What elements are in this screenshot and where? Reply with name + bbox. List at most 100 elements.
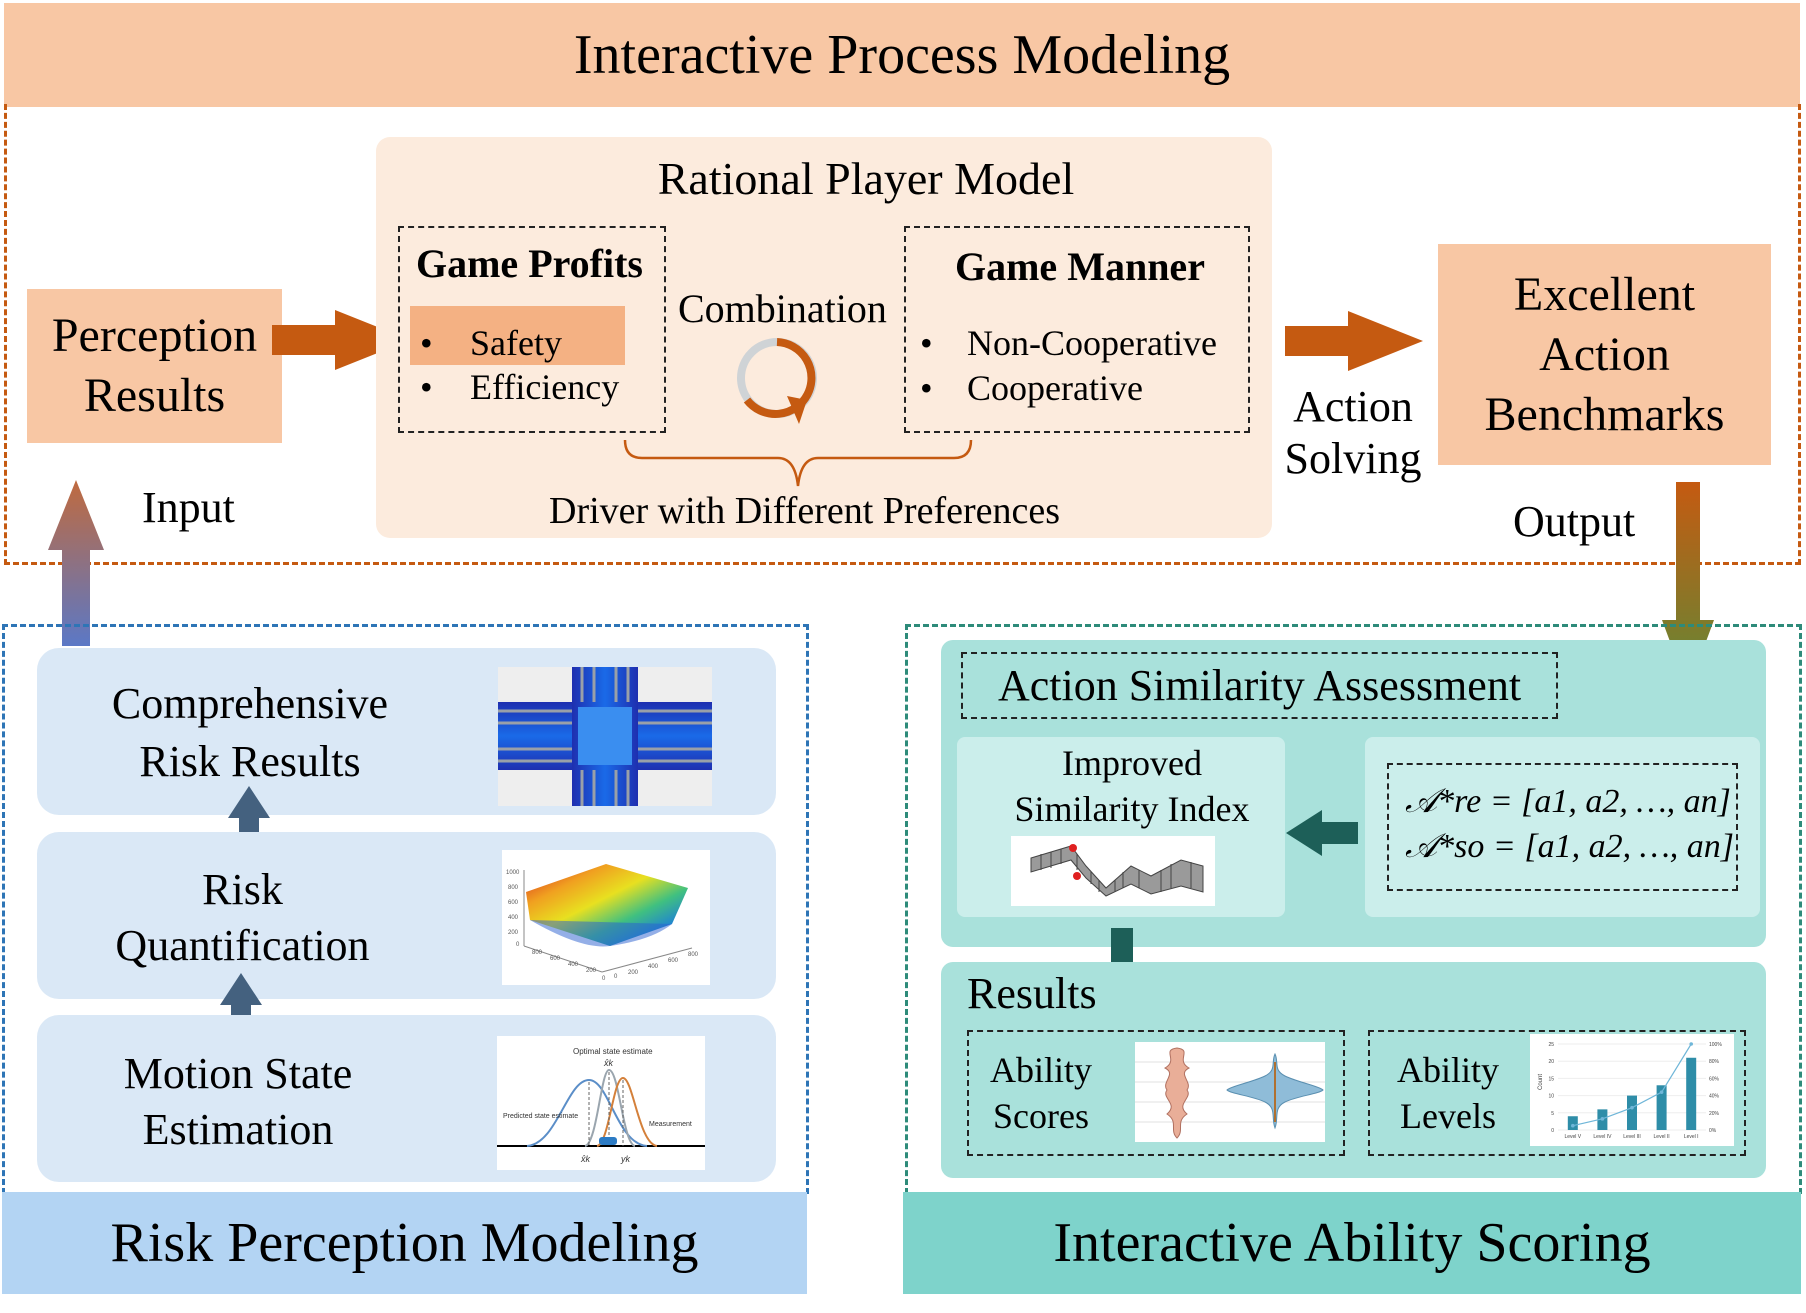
kalman-peak-label: x̂k bbox=[603, 1058, 614, 1068]
motion-state-label: Motion State Estimation bbox=[123, 1049, 353, 1154]
top-section-title: Interactive Process Modeling bbox=[573, 24, 1231, 86]
surface-z-tick: 1000 bbox=[506, 870, 520, 876]
levels-chart-point bbox=[1571, 1123, 1575, 1128]
cycle-icon bbox=[737, 338, 817, 424]
formula-panel bbox=[1365, 737, 1760, 917]
safety-highlight bbox=[410, 306, 625, 365]
surface-z-tick: 400 bbox=[508, 915, 519, 921]
teal-arrow-left bbox=[1286, 810, 1358, 856]
surface-x-tick: 0 bbox=[602, 976, 606, 982]
game-profits-box bbox=[398, 226, 666, 433]
surface-z-tick: 200 bbox=[508, 930, 519, 936]
dark-arrow-up-2 bbox=[220, 973, 262, 1049]
levels-chart-x-tick: Level IV bbox=[1593, 1134, 1612, 1140]
ability-scores-box bbox=[967, 1030, 1345, 1156]
formula-re: 𝒜*re = [a1, a2, …, an] bbox=[1405, 783, 1731, 820]
ability-levels-box bbox=[1368, 1030, 1746, 1156]
surface-y-tick: 400 bbox=[648, 964, 659, 970]
levels-chart-x-tick: Level II bbox=[1654, 1134, 1670, 1140]
action-similarity-title: Action Similarity Assessment bbox=[997, 661, 1522, 710]
levels-chart-bar bbox=[1656, 1085, 1667, 1130]
surface-y-ticks: 0 200 400 600 800 bbox=[614, 952, 699, 980]
levels-chart-y-tick: 10 bbox=[1548, 1094, 1554, 1100]
kalman-title: Optimal state estimate bbox=[573, 1047, 653, 1056]
levels-chart-x-tick: Level III bbox=[1623, 1134, 1641, 1140]
comprehensive-risk-label: Comprehensive Risk Results bbox=[111, 679, 389, 786]
ability-levels-label: Ability Levels bbox=[1396, 1050, 1499, 1136]
kalman-x-label: yk bbox=[620, 1154, 631, 1164]
similarity-index-label: Improved Similarity Index bbox=[1014, 743, 1250, 829]
surface-z-tick: 600 bbox=[508, 900, 519, 906]
input-label: Input bbox=[142, 483, 235, 532]
levels-chart-y2-tick: 40% bbox=[1709, 1094, 1720, 1100]
top-section-header: Interactive Process Modeling bbox=[4, 3, 1800, 107]
kalman-filter-icon: Optimal state estimate x̂k Predicted sta… bbox=[497, 1036, 705, 1170]
levels-chart-point bbox=[1630, 1105, 1634, 1110]
surface-z-tick: 800 bbox=[508, 885, 519, 891]
action-similarity-title-box: Action Similarity Assessment bbox=[961, 652, 1558, 719]
levels-chart-x-tick: Level V bbox=[1564, 1134, 1581, 1140]
formula-box bbox=[1387, 763, 1738, 891]
levels-chart-y-tick: 15 bbox=[1548, 1076, 1554, 1082]
orange-arrow-input bbox=[272, 310, 410, 370]
formula-so: 𝒜*so = [a1, a2, …, an] bbox=[1405, 828, 1735, 865]
surface-x-tick: 200 bbox=[586, 968, 597, 974]
violin-plot-icon bbox=[1135, 1042, 1325, 1142]
levels-chart-bar bbox=[1627, 1095, 1637, 1130]
surface-z-ticks: 1000 800 600 400 200 0 bbox=[506, 870, 520, 948]
driver-preferences-label: Driver with Different Preferences bbox=[549, 490, 1061, 532]
levels-chart-bar bbox=[1567, 1116, 1578, 1130]
risk-heatmap-icon bbox=[498, 667, 712, 806]
risk-quantification-label: Risk Quantification bbox=[115, 865, 370, 970]
excellent-action-benchmarks-label: Excellent Action Benchmarks bbox=[1484, 267, 1725, 441]
right-section-header: Interactive Ability Scoring bbox=[903, 1192, 1801, 1294]
levels-chart-ylabel: Count bbox=[1538, 1074, 1544, 1090]
orange-arrow-action bbox=[1285, 311, 1423, 371]
levels-chart-y-tick: 0 bbox=[1551, 1128, 1554, 1134]
right-section-dashed-border bbox=[905, 624, 1802, 1194]
game-profits-title: Game Profits bbox=[416, 241, 643, 286]
game-manner-box bbox=[904, 226, 1250, 433]
game-manner-item-noncooperative: •Non-Cooperative bbox=[920, 323, 1217, 363]
results-label: Results bbox=[967, 969, 1097, 1018]
kalman-x-label: x̂k bbox=[580, 1154, 591, 1164]
left-section-title: Risk Perception Modeling bbox=[110, 1212, 699, 1274]
levels-chart-point bbox=[1659, 1090, 1664, 1094]
levels-chart-y2-tick: 60% bbox=[1709, 1076, 1720, 1082]
levels-chart-y2-tick: 80% bbox=[1709, 1059, 1720, 1065]
perception-results-box: Perception Results bbox=[27, 289, 282, 443]
levels-chart-x-tick: Level I bbox=[1684, 1134, 1699, 1140]
game-manner-item-cooperative: •Cooperative bbox=[920, 368, 1143, 408]
left-section-header: Risk Perception Modeling bbox=[2, 1192, 807, 1294]
ability-scores-label: Ability Scores bbox=[989, 1050, 1092, 1136]
curly-brace bbox=[623, 439, 973, 487]
levels-chart-point bbox=[1689, 1042, 1693, 1046]
surface-z-tick: 0 bbox=[516, 942, 520, 948]
levels-chart-y2-tick: 100% bbox=[1709, 1042, 1722, 1048]
levels-chart-point bbox=[1600, 1117, 1605, 1121]
gradient-arrow-down bbox=[1662, 482, 1714, 690]
game-manner-title: Game Manner bbox=[955, 244, 1205, 289]
surface-plot-icon: 1000 800 600 400 200 0 800 600 400 200 0… bbox=[502, 850, 710, 985]
game-profits-item-safety: •Safety bbox=[420, 323, 562, 363]
surface-x-tick: 400 bbox=[568, 962, 579, 968]
levels-chart-line bbox=[1571, 1042, 1693, 1128]
levels-chart-y-tick: 5 bbox=[1551, 1111, 1554, 1117]
levels-chart-y2-tick: 20% bbox=[1709, 1111, 1720, 1117]
kalman-right-label: Measurement bbox=[649, 1121, 692, 1128]
top-section-dashed-border bbox=[4, 104, 1801, 565]
surface-x-tick: 600 bbox=[550, 956, 561, 962]
rational-player-model-title: Rational Player Model bbox=[657, 152, 1075, 204]
excellent-action-benchmarks-box: Excellent Action Benchmarks bbox=[1438, 244, 1771, 465]
surface-y-tick: 600 bbox=[668, 958, 679, 964]
surface-x-tick: 800 bbox=[532, 950, 543, 956]
surface-y-tick: 800 bbox=[688, 952, 699, 958]
surface-x-ticks: 800 600 400 200 0 bbox=[532, 950, 606, 982]
dark-arrow-up-1 bbox=[228, 786, 270, 862]
levels-chart-y-tick: 25 bbox=[1548, 1042, 1554, 1048]
levels-chart-y2-tick: 0% bbox=[1709, 1128, 1717, 1134]
game-profits-item-efficiency: •Efficiency bbox=[420, 367, 620, 407]
